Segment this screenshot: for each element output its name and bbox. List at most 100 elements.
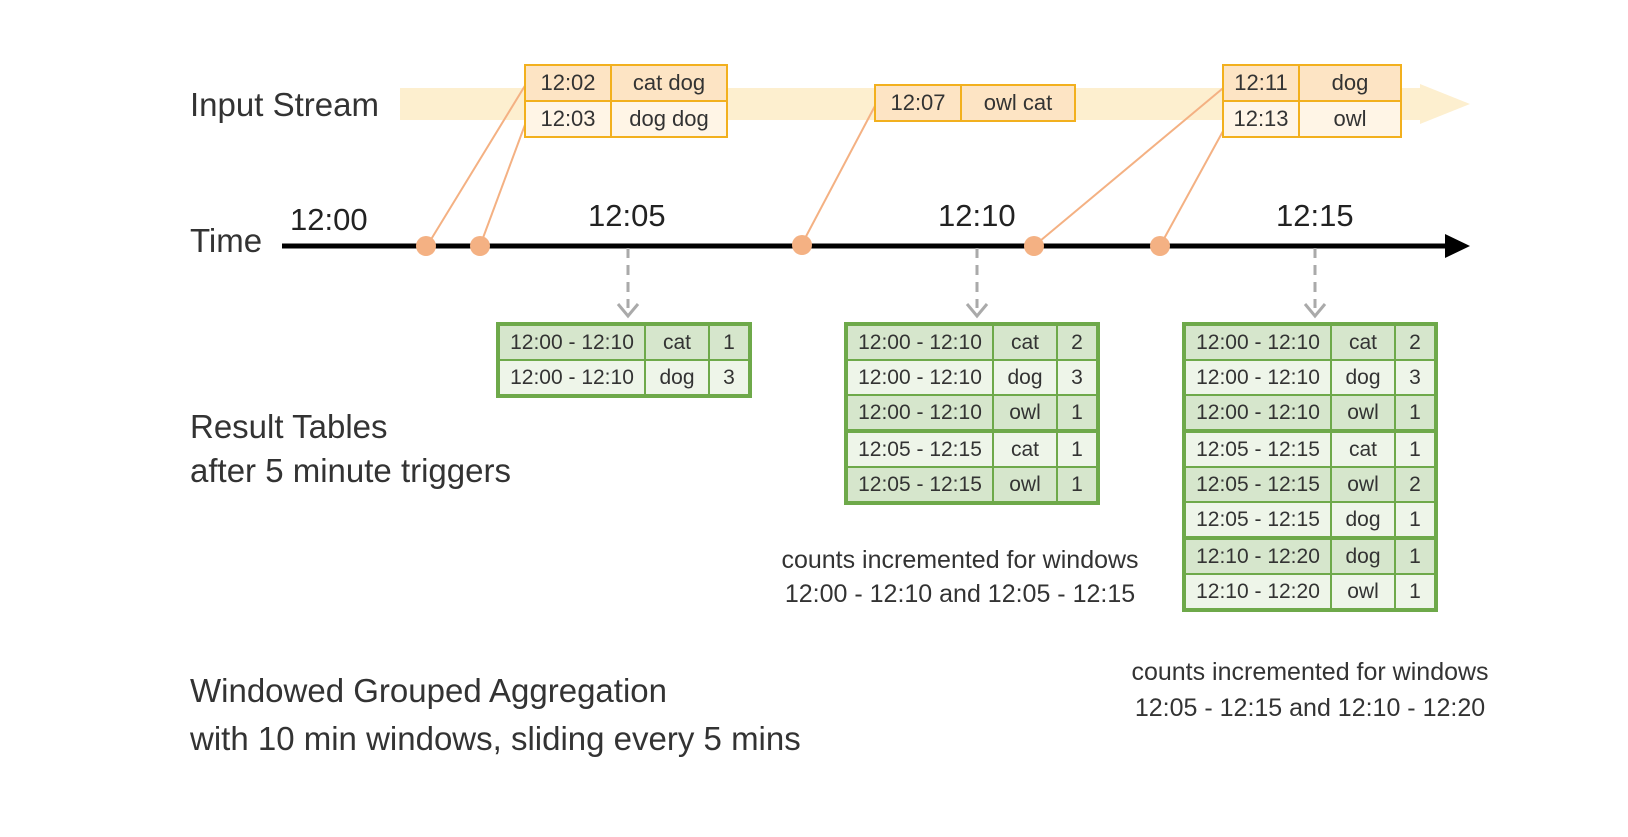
time-tick-label: 12:00 <box>290 202 368 237</box>
event-time: 12:03 <box>524 100 612 138</box>
word-cell: cat <box>992 429 1058 468</box>
word-cell: dog <box>1330 501 1396 539</box>
count-cell: 1 <box>1394 536 1437 575</box>
count-cell: 1 <box>1056 394 1099 432</box>
count-cell: 3 <box>1394 359 1437 396</box>
table-row: 12:10 - 12:20 owl 1 <box>1183 573 1437 611</box>
input-event-table: 12:02 cat dog 12:03 dog dog <box>524 64 728 138</box>
window-cell: 12:00 - 12:10 <box>1183 323 1332 361</box>
table-row: 12:00 - 12:10 owl 1 <box>845 394 1099 432</box>
table-row: 12:00 - 12:10 cat 2 <box>1183 323 1437 361</box>
table-row: 12:00 - 12:10 cat 2 <box>845 323 1099 361</box>
word-cell: dog <box>992 359 1058 396</box>
window-cell: 12:05 - 12:15 <box>1183 466 1332 503</box>
connector-line <box>1159 121 1229 247</box>
input-event-table: 12:11 dog 12:13 owl <box>1222 64 1402 138</box>
table-row: 12:00 - 12:10 dog 3 <box>845 359 1099 396</box>
word-cell: owl <box>1330 394 1396 432</box>
input-stream-label: Input Stream <box>190 86 379 123</box>
table-row: 12:05 - 12:15 owl 2 <box>1183 466 1437 503</box>
event-dot <box>1150 236 1170 256</box>
window-cell: 12:00 - 12:10 <box>1183 394 1332 432</box>
word-cell: owl <box>992 466 1058 504</box>
word-cell: cat <box>992 323 1058 361</box>
event-time: 12:02 <box>524 64 612 102</box>
event-time: 12:11 <box>1222 64 1300 102</box>
result-table: 12:00 - 12:10 cat 2 12:00 - 12:10 dog 3 … <box>1182 322 1438 612</box>
window-cell: 12:00 - 12:10 <box>497 359 646 397</box>
count-cell: 1 <box>708 323 751 361</box>
count-cell: 2 <box>1056 323 1099 361</box>
event-words: dog <box>1298 64 1402 102</box>
input-event-table: 12:07 owl cat <box>874 84 1076 122</box>
word-cell: cat <box>644 323 710 361</box>
word-cell: dog <box>1330 359 1396 396</box>
window-cell: 12:05 - 12:15 <box>845 466 994 504</box>
table-row: 12:00 - 12:10 dog 3 <box>497 359 751 397</box>
trigger-arrowhead <box>965 303 989 319</box>
count-cell: 1 <box>1394 501 1437 539</box>
connector-line <box>426 83 527 247</box>
window-cell: 12:05 - 12:15 <box>1183 501 1332 539</box>
note-label: counts incremented for windows <box>781 546 1139 574</box>
table-row: 12:00 - 12:10 cat 1 <box>497 323 751 361</box>
word-cell: dog <box>644 359 710 397</box>
event-dot <box>1024 236 1044 256</box>
count-cell: 1 <box>1056 466 1099 504</box>
caption-subtitle: with 10 min windows, sliding every 5 min… <box>190 720 801 757</box>
word-cell: owl <box>1330 573 1396 611</box>
result-table: 12:00 - 12:10 cat 1 12:00 - 12:10 dog 3 <box>496 322 752 398</box>
time-tick-label: 12:05 <box>588 198 666 233</box>
note-label: 12:05 - 12:15 and 12:10 - 12:20 <box>1134 694 1486 722</box>
window-cell: 12:00 - 12:10 <box>1183 359 1332 396</box>
event-words: owl cat <box>960 84 1076 122</box>
input-event-row: 12:07 owl cat <box>874 84 1076 122</box>
table-row: 12:00 - 12:10 owl 1 <box>1183 394 1437 432</box>
count-cell: 2 <box>1394 323 1437 361</box>
table-row: 12:05 - 12:15 owl 1 <box>845 466 1099 504</box>
window-cell: 12:00 - 12:10 <box>845 394 994 432</box>
table-row: 12:05 - 12:15 cat 1 <box>845 429 1099 468</box>
window-cell: 12:00 - 12:10 <box>845 359 994 396</box>
table-row: 12:05 - 12:15 cat 1 <box>1183 429 1437 468</box>
event-dot <box>416 236 436 256</box>
window-cell: 12:00 - 12:10 <box>497 323 646 361</box>
event-words: cat dog <box>610 64 728 102</box>
event-dot <box>792 235 812 255</box>
event-time: 12:13 <box>1222 100 1300 138</box>
window-cell: 12:10 - 12:20 <box>1183 536 1332 575</box>
word-cell: owl <box>1330 466 1396 503</box>
count-cell: 1 <box>1056 429 1099 468</box>
table-row: 12:00 - 12:10 dog 3 <box>1183 359 1437 396</box>
connector-line <box>1033 83 1229 247</box>
word-cell: cat <box>1330 429 1396 468</box>
count-cell: 1 <box>1394 394 1437 432</box>
note-label: counts incremented for windows <box>1131 658 1489 686</box>
window-cell: 12:05 - 12:15 <box>845 429 994 468</box>
event-words: dog dog <box>610 100 728 138</box>
count-cell: 1 <box>1394 429 1437 468</box>
connector-line <box>801 103 877 245</box>
trigger-arrowhead <box>1303 303 1327 319</box>
word-cell: owl <box>992 394 1058 432</box>
result-tables-label: Result Tables <box>190 408 388 445</box>
time-tick-label: 12:10 <box>938 198 1016 233</box>
event-time: 12:07 <box>874 84 962 122</box>
result-tables-sublabel: after 5 minute triggers <box>190 452 511 489</box>
input-event-row: 12:02 cat dog <box>524 64 728 102</box>
result-table: 12:00 - 12:10 cat 2 12:00 - 12:10 dog 3 … <box>844 322 1100 505</box>
count-cell: 1 <box>1394 573 1437 611</box>
input-event-row: 12:13 owl <box>1222 100 1402 138</box>
count-cell: 2 <box>1394 466 1437 503</box>
event-words: owl <box>1298 100 1402 138</box>
table-row: 12:05 - 12:15 dog 1 <box>1183 501 1437 539</box>
window-cell: 12:00 - 12:10 <box>845 323 994 361</box>
word-cell: cat <box>1330 323 1396 361</box>
event-dot <box>470 236 490 256</box>
time-axis-arrowhead <box>1445 234 1470 258</box>
window-cell: 12:05 - 12:15 <box>1183 429 1332 468</box>
trigger-arrowhead <box>616 303 640 319</box>
count-cell: 3 <box>708 359 751 397</box>
caption-title: Windowed Grouped Aggregation <box>190 672 667 709</box>
time-tick-label: 12:15 <box>1276 198 1354 233</box>
